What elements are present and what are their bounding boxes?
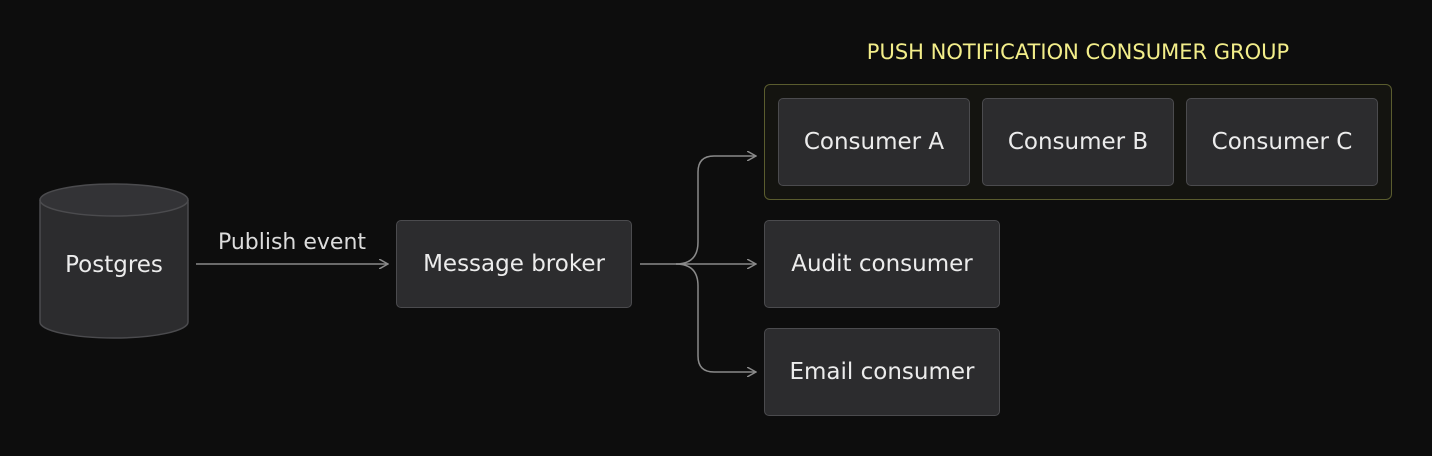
consumer-a-node: Consumer A	[778, 98, 970, 186]
consumer-a-label: Consumer A	[803, 129, 945, 155]
consumer-b-label: Consumer B	[1007, 129, 1149, 155]
email-consumer-label: Email consumer	[789, 359, 975, 385]
email-consumer-node: Email consumer	[764, 328, 1000, 416]
consumer-c-node: Consumer C	[1186, 98, 1378, 186]
consumer-c-label: Consumer C	[1211, 129, 1353, 155]
consumer-group-title: PUSH NOTIFICATION CONSUMER GROUP	[866, 40, 1290, 64]
message-broker-label: Message broker	[423, 251, 605, 277]
audit-consumer-node: Audit consumer	[764, 220, 1000, 308]
postgres-label: Postgres	[65, 252, 163, 278]
postgres-database-icon	[39, 183, 189, 339]
audit-consumer-label: Audit consumer	[791, 251, 973, 277]
consumer-b-node: Consumer B	[982, 98, 1174, 186]
publish-event-label: Publish event	[217, 230, 367, 255]
broker-fanout-connector	[640, 156, 756, 372]
message-broker-node: Message broker	[396, 220, 632, 308]
